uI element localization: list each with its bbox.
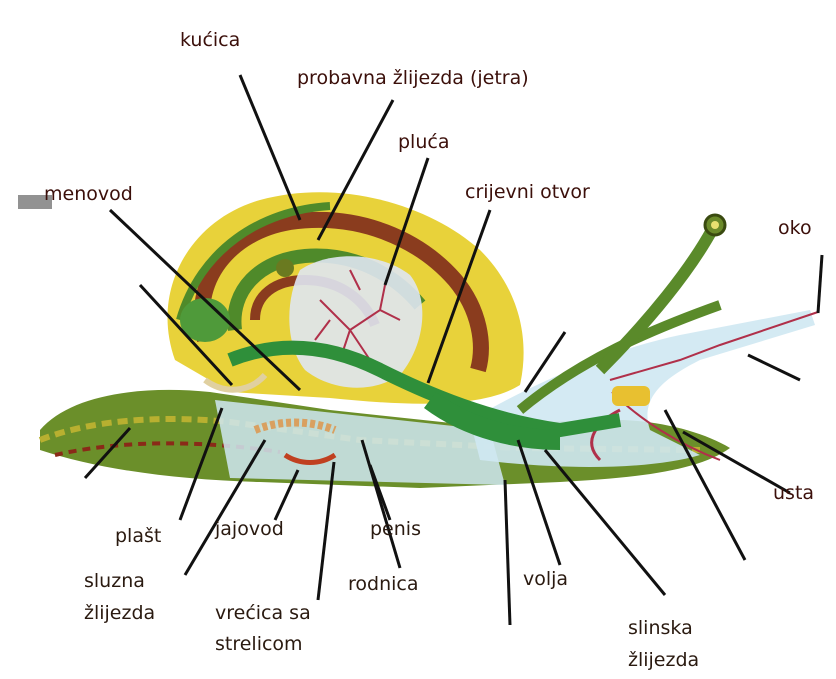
label-plast: plašt — [115, 524, 161, 548]
label-kucica: kućica — [180, 28, 240, 52]
label-slinska-1: slinska — [628, 616, 693, 640]
label-pluca: pluća — [398, 130, 449, 154]
label-probavna-zlijezda: probavna žlijezda (jetra) — [297, 66, 529, 90]
label-vrecica-1: vrećica sa — [215, 601, 311, 625]
label-rodnica: rodnica — [348, 572, 419, 596]
label-sluzna-1: sluzna — [84, 569, 145, 593]
label-usta: usta — [773, 481, 814, 505]
label-oko: oko — [778, 216, 812, 240]
label-vrecica-2: strelicom — [215, 632, 303, 656]
label-jajovod: jajovod — [215, 517, 284, 541]
label-slinska-2: žlijezda — [628, 648, 699, 672]
label-crijevni-otvor: crijevni otvor — [465, 180, 590, 204]
label-volja: volja — [523, 567, 568, 591]
label-semenovod: menovod — [44, 182, 133, 206]
label-sluzna-2: žlijezda — [84, 601, 155, 625]
label-penis: penis — [370, 517, 421, 541]
